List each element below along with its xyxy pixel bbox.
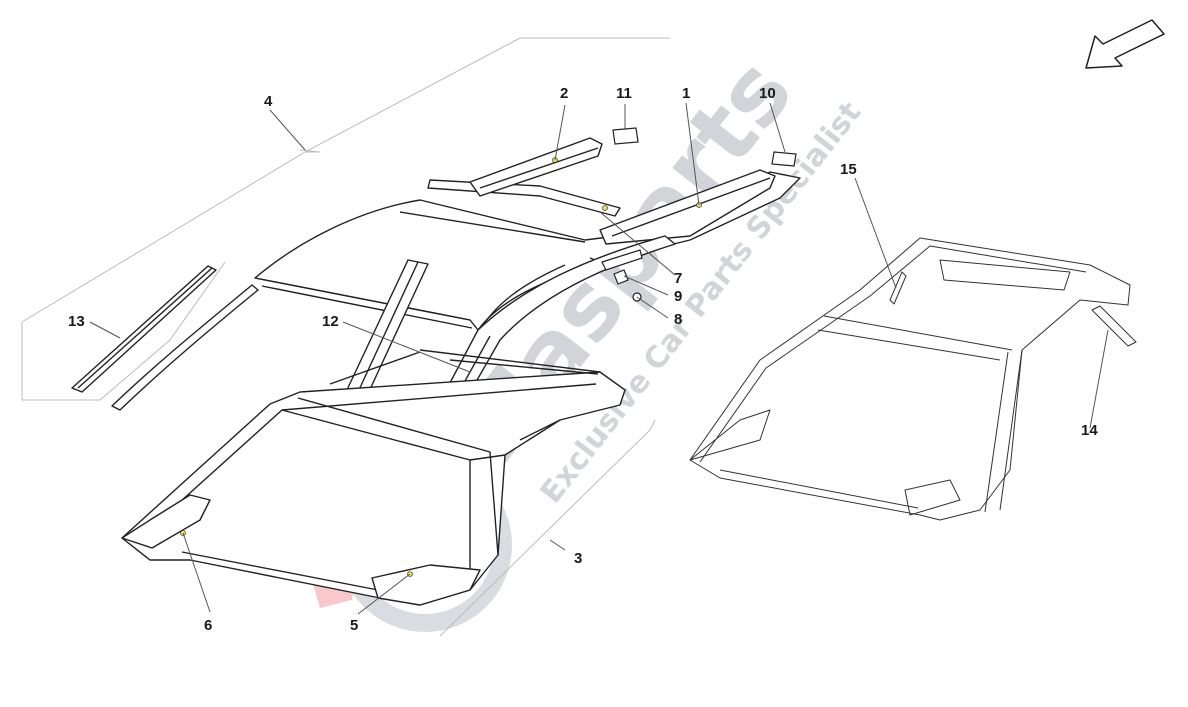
plate-part-10 bbox=[771, 151, 797, 167]
roof-rail-part-2 bbox=[469, 137, 603, 197]
callout-13: 13 bbox=[68, 313, 85, 330]
plate-part-11 bbox=[612, 127, 639, 145]
small-parts bbox=[601, 127, 797, 302]
callout-14: 14 bbox=[1081, 422, 1098, 439]
seal-strips-part-13 bbox=[71, 265, 259, 411]
callout-8: 8 bbox=[674, 311, 683, 328]
callout-10: 10 bbox=[759, 85, 776, 102]
callout-11: 11 bbox=[616, 85, 632, 102]
roof-frame-reference bbox=[689, 237, 1137, 521]
group-boundary-lines bbox=[21, 37, 670, 637]
leader-lines bbox=[89, 102, 1109, 615]
bracket-part-7 bbox=[601, 249, 643, 271]
seal-part-14 bbox=[1091, 305, 1137, 347]
callout-9: 9 bbox=[674, 288, 683, 305]
callout-7: 7 bbox=[674, 270, 683, 287]
direction-arrow-icon bbox=[1085, 19, 1165, 69]
roof-frame-part-3 bbox=[121, 349, 626, 606]
callout-3: 3 bbox=[574, 550, 583, 567]
roof-rail-part-1 bbox=[599, 169, 776, 245]
clip-part-15 bbox=[889, 271, 907, 305]
callout-5: 5 bbox=[350, 617, 359, 634]
callout-15: 15 bbox=[840, 161, 857, 178]
callout-6: 6 bbox=[204, 617, 213, 634]
callout-1: 1 bbox=[682, 85, 691, 102]
callout-4: 4 bbox=[264, 93, 273, 110]
callout-12: 12 bbox=[322, 313, 339, 330]
roof-panel bbox=[254, 171, 801, 331]
callout-2: 2 bbox=[560, 85, 569, 102]
clip-part-9 bbox=[613, 269, 629, 285]
